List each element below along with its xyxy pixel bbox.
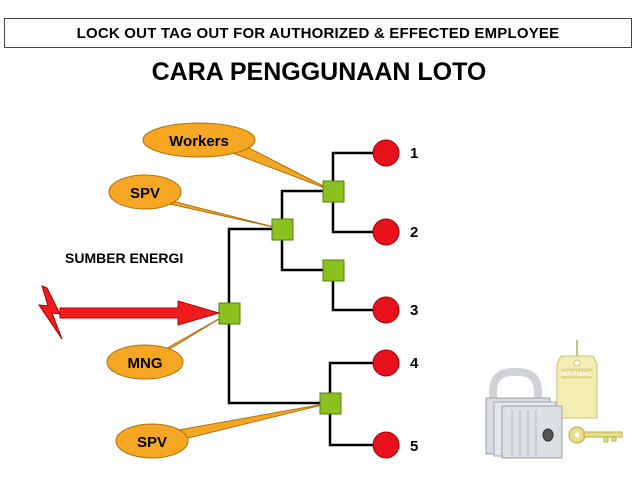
padlock-shackle-icon: [489, 368, 542, 412]
callout-mng: [106, 344, 184, 380]
warning-tag-icon: WARNING: [556, 340, 598, 419]
line-upper-hub-to-top-box: [280, 189, 333, 229]
output-label-1: 1: [410, 145, 418, 162]
callout-spv-top-label: SPV: [130, 185, 160, 202]
output-label-4: 4: [410, 355, 419, 372]
output-circle-1: [372, 139, 400, 167]
lock-box-mid: [322, 259, 345, 282]
callout-spv-top: [108, 174, 182, 210]
output-label-2: 2: [410, 224, 418, 241]
output-circle-3: [372, 296, 400, 324]
output-circle-5: [372, 431, 400, 459]
padlock-tag-illustration: WARNING: [485, 340, 623, 459]
padlock-body-icon: [485, 397, 563, 459]
connection-lines: [227, 151, 386, 447]
energy-arrow-icon: [59, 300, 221, 326]
lock-points: [218, 180, 345, 415]
callout-spv-bottom: [115, 423, 189, 459]
line-to-output-3: [331, 270, 386, 312]
line-main-to-upper-hub: [227, 227, 282, 313]
output-label-3: 3: [410, 302, 418, 319]
line-main-to-lower-hub: [227, 313, 330, 405]
line-to-output-2: [331, 191, 386, 234]
lock-box-upper-hub: [271, 218, 294, 241]
callout-spv-bottom-label: SPV: [137, 434, 167, 451]
key-icon: [568, 426, 623, 444]
output-circle-2: [372, 218, 400, 246]
line-to-output-1: [331, 151, 386, 191]
line-to-output-5: [328, 403, 386, 447]
header-banner-text: LOCK OUT TAG OUT FOR AUTHORIZED & EFFECT…: [76, 24, 560, 42]
lock-box-lower-hub: [319, 392, 342, 415]
callout-mng-label: MNG: [128, 355, 163, 372]
energy-source-label: SUMBER ENERGI: [65, 250, 183, 266]
line-to-output-4: [328, 361, 386, 403]
callout-workers-label: Workers: [169, 133, 229, 150]
page-title: CARA PENGGUNAAN LOTO: [151, 58, 487, 86]
output-labels: 1 2 3 4 5: [410, 145, 419, 455]
callout-pointers: [154, 144, 334, 444]
callout-workers: [142, 122, 256, 158]
tag-text: WARNING: [561, 371, 592, 378]
lock-box-top: [322, 180, 345, 203]
header-banner: LOCK OUT TAG OUT FOR AUTHORIZED & EFFECT…: [4, 18, 632, 48]
callouts: Workers SPV MNG SPV: [106, 122, 256, 459]
output-points: [372, 139, 400, 459]
output-circle-4: [372, 349, 400, 377]
lock-box-main: [218, 302, 241, 325]
output-label-5: 5: [410, 438, 418, 455]
line-upper-hub-to-mid-box: [280, 229, 333, 272]
lightning-bolt-icon: [37, 285, 63, 340]
